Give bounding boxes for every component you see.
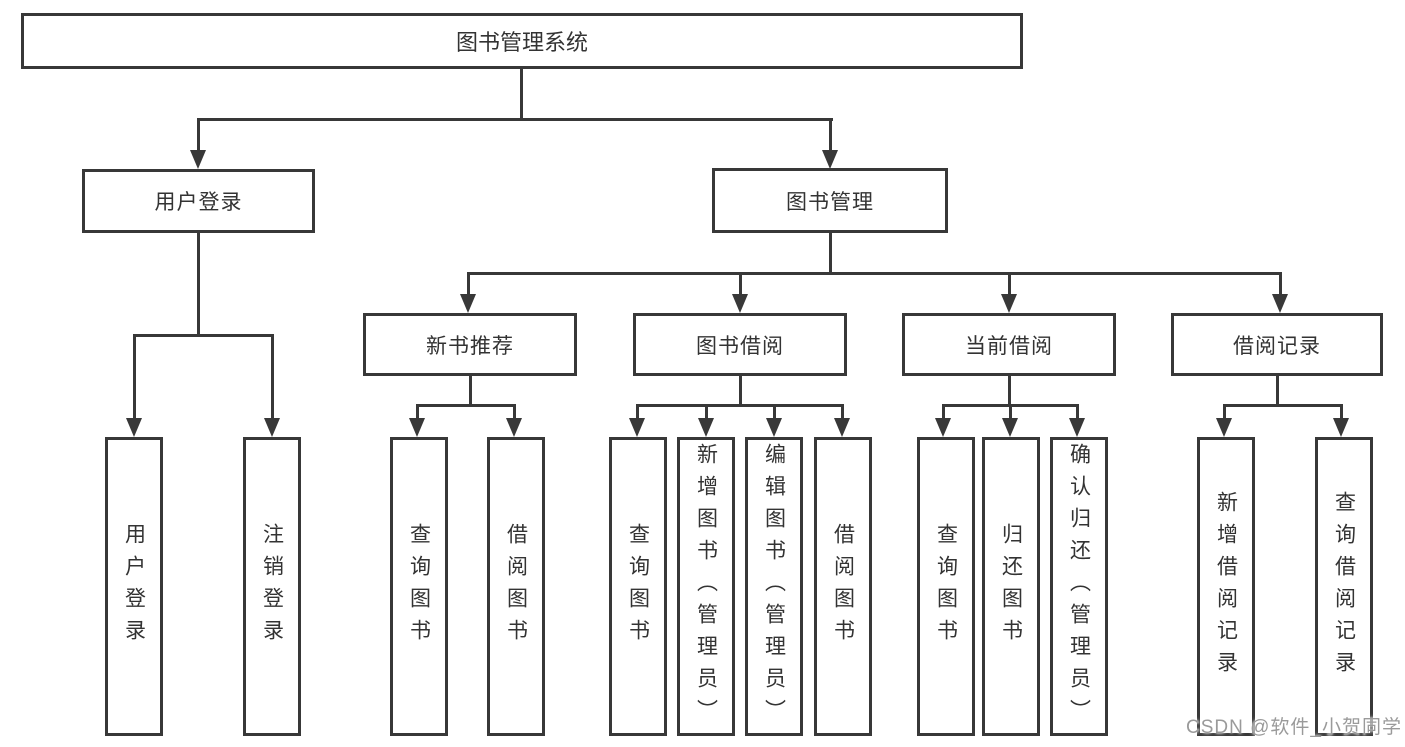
connector-drop xyxy=(416,404,419,420)
arrow-down-icon xyxy=(190,150,206,169)
arrow-down-icon xyxy=(766,418,782,437)
connector-drop-current-borrow xyxy=(1008,272,1011,296)
connector-drop xyxy=(513,404,516,420)
arrow-down-icon xyxy=(1002,418,1018,437)
node-borrow-records: 借阅记录 xyxy=(1171,313,1383,376)
connector-drop xyxy=(1076,404,1079,420)
arrow-down-icon xyxy=(1333,418,1349,437)
leaf-label: 注销登录 xyxy=(260,522,284,651)
connector-nb-trunk xyxy=(469,374,472,407)
node-book-borrowing: 图书借阅 xyxy=(633,313,847,376)
connector-drop-user-login xyxy=(197,118,200,152)
connector-drop-leaf-logout xyxy=(271,334,274,419)
node-current-borrowing: 当前借阅 xyxy=(902,313,1116,376)
leaf-add-books-admin: 新增图书（管理员） xyxy=(677,437,735,736)
arrow-down-icon xyxy=(460,294,476,313)
leaf-label: 查询图书 xyxy=(407,522,431,651)
connector-book-mgmt-trunk xyxy=(829,232,832,275)
leaf-query-books-recommend: 查询图书 xyxy=(390,437,448,736)
connector-drop-book-mgmt xyxy=(829,118,832,152)
connector-drop xyxy=(773,404,776,420)
arrow-down-icon xyxy=(834,418,850,437)
node-label: 借阅记录 xyxy=(1233,334,1321,358)
leaf-add-borrow-record: 新增借阅记录 xyxy=(1197,437,1255,736)
node-label: 用户登录 xyxy=(154,191,243,214)
arrow-down-icon xyxy=(1216,418,1232,437)
leaf-borrow-books-recommend: 借阅图书 xyxy=(487,437,545,736)
node-label: 新书推荐 xyxy=(426,334,514,358)
connector-drop-borrow-record xyxy=(1279,272,1282,296)
connector-br-branch xyxy=(1223,404,1343,407)
connector-drop xyxy=(705,404,708,420)
node-new-book-recommend: 新书推荐 xyxy=(363,313,577,376)
arrow-down-icon xyxy=(506,418,522,437)
leaf-label: 查询图书 xyxy=(934,522,958,651)
connector-drop xyxy=(1223,404,1226,420)
leaf-label: 新增借阅记录 xyxy=(1214,490,1238,683)
leaf-borrow-books: 借阅图书 xyxy=(814,437,872,736)
connector-drop xyxy=(1340,404,1343,420)
connector-root-branch xyxy=(197,118,833,121)
arrow-down-icon xyxy=(1272,294,1288,313)
leaf-label: 确认归还（管理员） xyxy=(1067,442,1091,731)
leaf-label: 归还图书 xyxy=(999,522,1023,651)
connector-drop xyxy=(1009,404,1012,420)
node-book-management: 图书管理 xyxy=(712,168,948,233)
arrow-down-icon xyxy=(822,150,838,169)
leaf-return-books: 归还图书 xyxy=(982,437,1040,736)
arrow-down-icon xyxy=(698,418,714,437)
connector-drop-leaf-login xyxy=(133,334,136,419)
arrow-down-icon xyxy=(732,294,748,313)
connector-book-mgmt-branch xyxy=(467,272,1282,275)
leaf-label: 新增图书（管理员） xyxy=(694,442,718,731)
connector-bb-trunk xyxy=(739,374,742,407)
arrow-down-icon xyxy=(629,418,645,437)
leaf-label: 借阅图书 xyxy=(504,522,528,651)
leaf-label: 查询借阅记录 xyxy=(1332,490,1356,683)
node-label: 当前借阅 xyxy=(965,334,1053,358)
connector-nb-branch xyxy=(416,404,516,407)
leaf-logout: 注销登录 xyxy=(243,437,301,736)
connector-root-trunk xyxy=(520,69,523,120)
csdn-watermark: CSDN @软件_小贺同学 xyxy=(1186,717,1402,738)
leaf-label: 借阅图书 xyxy=(831,522,855,651)
arrow-down-icon xyxy=(126,418,142,437)
leaf-query-books-borrowing: 查询图书 xyxy=(609,437,667,736)
connector-bb-branch xyxy=(636,404,844,407)
leaf-label: 用户登录 xyxy=(122,522,146,651)
node-label: 图书管理 xyxy=(786,190,874,214)
node-user-login: 用户登录 xyxy=(82,169,315,233)
connector-drop xyxy=(841,404,844,420)
node-library-management-system: 图书管理系统 xyxy=(21,13,1023,69)
connector-user-login-trunk xyxy=(197,233,200,336)
leaf-user-login: 用户登录 xyxy=(105,437,163,736)
arrow-down-icon xyxy=(409,418,425,437)
connector-drop xyxy=(942,404,945,420)
arrow-down-icon xyxy=(935,418,951,437)
leaf-query-borrow-record: 查询借阅记录 xyxy=(1315,437,1373,736)
arrow-down-icon xyxy=(1001,294,1017,313)
connector-drop xyxy=(636,404,639,420)
arrow-down-icon xyxy=(1069,418,1085,437)
leaf-label: 编辑图书（管理员） xyxy=(762,442,786,731)
connector-drop-new-book xyxy=(467,272,470,296)
leaf-query-books-current: 查询图书 xyxy=(917,437,975,736)
connector-br-trunk xyxy=(1276,374,1279,407)
arrow-down-icon xyxy=(264,418,280,437)
leaf-confirm-return-admin: 确认归还（管理员） xyxy=(1050,437,1108,736)
connector-user-login-branch xyxy=(133,334,274,337)
connector-drop-book-borrow xyxy=(739,272,742,296)
leaf-label: 查询图书 xyxy=(626,522,650,651)
connector-cb-trunk xyxy=(1008,374,1011,407)
leaf-edit-books-admin: 编辑图书（管理员） xyxy=(745,437,803,736)
node-label: 图书借阅 xyxy=(696,334,784,358)
node-label: 图书管理系统 xyxy=(455,30,588,55)
